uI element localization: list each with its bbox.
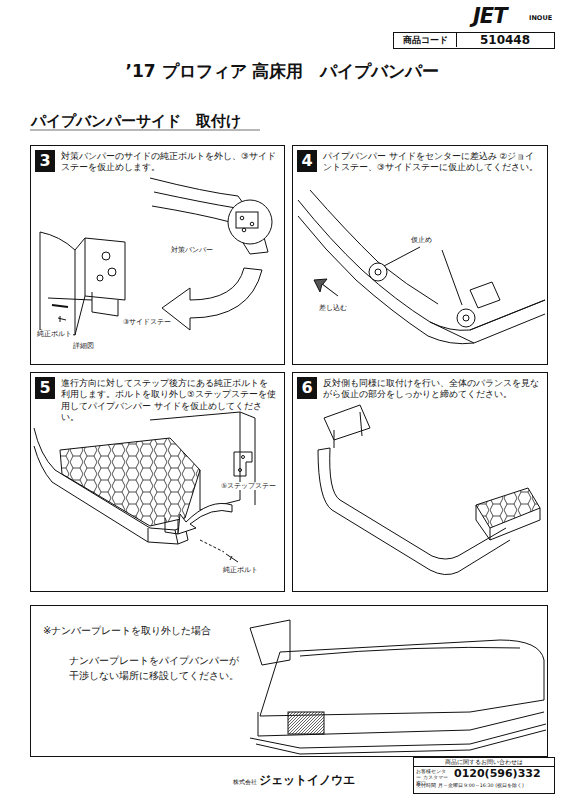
step-number: 3 [35, 150, 55, 172]
logo-text: INOUE [528, 15, 553, 23]
code-number: 510448 [458, 33, 552, 47]
step-number: 6 [297, 377, 317, 399]
instruction-text: パイプバンパー サイドをセンターに差込み ②ジョイントステー、③サイドステーに仮… [323, 151, 539, 174]
business-hours: 受付時間 月～金曜日 9:00～16:30 (祝日を除く) [416, 783, 553, 789]
part-label: ⑤ステップステー [220, 482, 277, 490]
part-label: 純正ボルト [36, 330, 73, 338]
part-label: 対策バンパー [170, 246, 214, 254]
company-name: ジェットイノウエ [258, 773, 356, 787]
phone-number: 0120(596)332 [454, 767, 554, 780]
logo-text: JET [472, 4, 507, 29]
part-label: ③サイドステー [122, 318, 172, 326]
note-body: ナンバープレートをパイプバンパーが干渉しない場所に移設してください。 [69, 654, 239, 683]
contact-box: 商品に関するお問い合わせはお客様センター カスタマー窓口0120(596)332… [413, 757, 555, 794]
section-heading: パイプバンパーサイド 取付け [30, 112, 242, 130]
part-label: 詳細図 [72, 342, 95, 350]
step-panel: 4 パイプバンパー サイドをセンターに差込み ②ジョイントステー、③サイドステーに… [292, 145, 548, 365]
code-label: 商品コード [394, 33, 457, 47]
company-name: 株式会社 [232, 778, 258, 785]
step-number: 5 [35, 377, 55, 399]
contact-heading: 商品に関するお問い合わせは [414, 758, 554, 767]
note-panel: ※ナンバープレートを取り外した場合ナンバープレートをパイプバンパーが干渉しない場… [30, 605, 548, 757]
instruction-text: 対策バンパーのサイドの純正ボルトを外し、③サイドステーを仮止めします。 [61, 151, 276, 174]
step-number: 4 [297, 150, 317, 172]
note-heading: ※ナンバープレートを取り外した場合 [43, 624, 263, 637]
instruction-text: 反対側も同様に取付けを行い、全体のバランスを見ながら仮止の部分をしっかりと締めて… [323, 378, 539, 401]
part-label: 純正ボルト [222, 566, 259, 574]
step-panel: 6 反対側も同様に取付けを行い、全体のバランスを見ながら仮止の部分をしっかりと締め… [292, 372, 548, 592]
product-code-box: 商品コード510448 [393, 32, 555, 49]
part-label: 仮止め [410, 236, 433, 244]
page-title: ’17 プロフィア 高床用 パイプバンパー [0, 60, 565, 83]
instruction-text: 進行方向に対してステップ後方にある純正ボルトを利用します。ボルトを取り外し⑤ステ… [61, 378, 276, 424]
part-label: 差し込む [318, 304, 348, 312]
